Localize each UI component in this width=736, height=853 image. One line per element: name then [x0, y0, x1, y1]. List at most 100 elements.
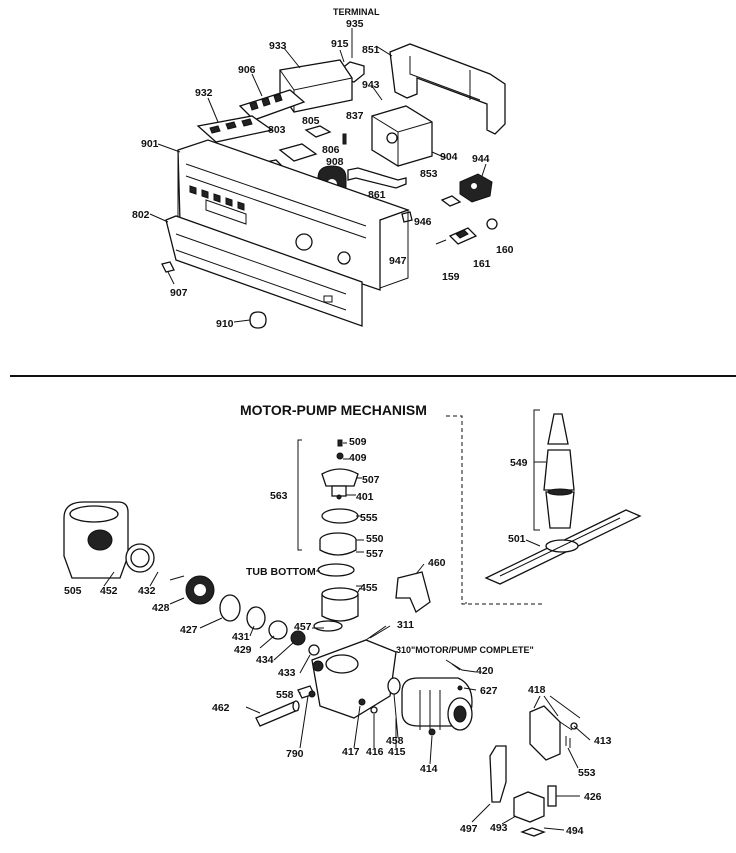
- seal-429: [268, 620, 288, 640]
- svg-text:433: 433: [278, 667, 296, 679]
- svg-text:837: 837: [346, 110, 364, 122]
- tub-bottom-label: TUB BOTTOM: [246, 566, 316, 578]
- svg-text:805: 805: [302, 115, 320, 127]
- part-494: [520, 827, 546, 837]
- svg-text:910: 910: [216, 318, 234, 330]
- part-434: [290, 630, 306, 646]
- svg-text:853: 853: [420, 168, 438, 180]
- svg-text:907: 907: [170, 287, 188, 299]
- svg-text:413: 413: [594, 735, 612, 747]
- svg-text:904: 904: [440, 151, 458, 163]
- svg-text:790: 790: [286, 748, 304, 760]
- svg-text:932: 932: [195, 87, 213, 99]
- svg-text:851: 851: [362, 44, 380, 56]
- ring-555: [321, 508, 359, 524]
- svg-text:935: 935: [346, 18, 364, 30]
- part-458: [387, 677, 401, 695]
- svg-text:455: 455: [360, 582, 378, 594]
- svg-text:159: 159: [442, 271, 460, 283]
- svg-text:627: 627: [480, 685, 498, 697]
- svg-text:507: 507: [362, 474, 380, 486]
- svg-text:415: 415: [388, 746, 406, 758]
- ring-427: [219, 594, 241, 622]
- part-460: [395, 571, 431, 613]
- svg-text:462: 462: [212, 702, 230, 714]
- svg-text:509: 509: [349, 436, 367, 448]
- svg-text:915: 915: [331, 38, 349, 50]
- svg-text:947: 947: [389, 255, 407, 267]
- pump-body-311: [311, 639, 397, 719]
- switch-932: [196, 115, 274, 143]
- svg-text:557: 557: [366, 548, 384, 560]
- tub-bottom-ring: [317, 563, 355, 577]
- svg-text:311: 311: [397, 619, 414, 631]
- svg-text:414: 414: [420, 763, 438, 775]
- svg-text:493: 493: [490, 822, 508, 834]
- switch-906: [238, 89, 306, 121]
- timer-904: [371, 105, 433, 167]
- svg-text:431: 431: [232, 631, 250, 643]
- svg-text:434: 434: [256, 654, 274, 666]
- svg-text:563: 563: [270, 490, 288, 502]
- top-part-labels: 935 915 851 933 906 932 943 837 805 803 …: [132, 18, 514, 330]
- tube-549: [547, 413, 569, 445]
- plate-806: [278, 143, 318, 162]
- motor-pump-complete-label: 310"MOTOR/PUMP COMPLETE": [396, 645, 534, 655]
- svg-text:806: 806: [322, 144, 340, 156]
- svg-text:901: 901: [141, 138, 159, 150]
- svg-text:418: 418: [528, 684, 546, 696]
- svg-text:803: 803: [268, 124, 286, 136]
- svg-text:160: 160: [496, 244, 514, 256]
- svg-text:501: 501: [508, 533, 526, 545]
- motor-pump-title: MOTOR-PUMP MECHANISM: [240, 402, 427, 418]
- svg-text:416: 416: [366, 746, 384, 758]
- svg-text:401: 401: [356, 491, 374, 503]
- bottom-part-labels: 509 409 507 563 401 555 550 557 549 501 …: [64, 436, 612, 837]
- part-426: [547, 785, 557, 807]
- control-housing: [389, 43, 506, 135]
- svg-text:553: 553: [578, 767, 596, 779]
- bracket-497: [489, 745, 507, 803]
- svg-text:460: 460: [428, 557, 446, 569]
- svg-text:426: 426: [584, 791, 602, 803]
- part-493: [513, 791, 545, 823]
- nozzle-507: [321, 468, 359, 487]
- bracket-861: [347, 167, 407, 189]
- svg-text:505: 505: [64, 585, 82, 597]
- svg-text:458: 458: [386, 735, 404, 747]
- bracket-418: [529, 705, 561, 761]
- svg-text:549: 549: [510, 457, 528, 469]
- svg-text:802: 802: [132, 209, 150, 221]
- hose-462: [255, 701, 299, 727]
- svg-text:161: 161: [473, 258, 491, 270]
- svg-text:906: 906: [238, 64, 256, 76]
- knob-910: [249, 311, 267, 329]
- svg-text:550: 550: [366, 533, 384, 545]
- part-907: [161, 261, 175, 273]
- svg-text:946: 946: [414, 216, 432, 228]
- svg-text:457: 457: [294, 621, 312, 633]
- ring-431: [246, 606, 266, 630]
- svg-text:409: 409: [349, 452, 367, 464]
- svg-text:555: 555: [360, 512, 378, 524]
- part-160: [486, 218, 498, 230]
- svg-text:861: 861: [368, 189, 386, 201]
- svg-text:943: 943: [362, 79, 380, 91]
- top-section: TERMINAL: [132, 7, 514, 330]
- svg-text:417: 417: [342, 746, 360, 758]
- svg-text:452: 452: [100, 585, 118, 597]
- svg-text:558: 558: [276, 689, 294, 701]
- svg-text:497: 497: [460, 823, 478, 835]
- callout-dashed-line: [446, 415, 542, 605]
- svg-text:427: 427: [180, 624, 198, 636]
- bracket-805: [304, 125, 332, 138]
- svg-text:432: 432: [138, 585, 156, 597]
- svg-text:494: 494: [566, 825, 584, 837]
- terminal-label: TERMINAL: [333, 7, 380, 17]
- svg-text:428: 428: [152, 602, 170, 614]
- svg-text:429: 429: [234, 644, 252, 656]
- svg-text:908: 908: [326, 156, 344, 168]
- bottom-section: MOTOR-PUMP MECHANISM TUB BOTTOM: [63, 402, 642, 837]
- svg-text:944: 944: [472, 153, 490, 165]
